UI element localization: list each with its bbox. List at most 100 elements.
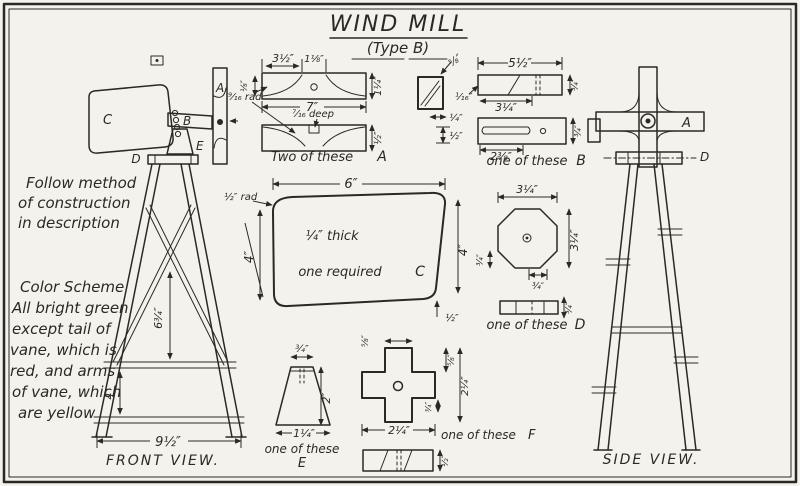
detail-square-dim-text: ⅝″	[447, 52, 465, 69]
part-a-letter: A	[376, 149, 387, 165]
front-dim-base: 9½″	[96, 432, 242, 450]
front-letter-c: C	[103, 113, 113, 128]
part-a-dim-seg: 3½″ 1⅛″	[261, 52, 327, 72]
note-line: except tail of	[12, 320, 113, 338]
detail-square: ⅝″ ¹⁄₁₆″ ¼″ ½″	[417, 52, 479, 144]
part-e-dim-top: ¾″	[290, 344, 314, 360]
part-a-dim-hub-text: 1⅛″	[304, 54, 324, 65]
part-a-dim-width: 1¼″	[369, 72, 384, 100]
part-d-side-bar	[499, 300, 559, 315]
color-scheme-note: Color Scheme All bright green except tai…	[10, 278, 129, 422]
part-a-notch-text: ⁷⁄₁₆ deep	[292, 109, 334, 120]
front-tail-vane	[88, 84, 174, 154]
detail-half-text: ½″	[449, 130, 463, 142]
front-letter-a: A	[215, 81, 224, 95]
detail-small-dims: ¼″ ½″	[429, 112, 463, 144]
part-f-dim-arm-right-text: ⅝″	[447, 353, 457, 366]
part-b-dim-width-top-text: ¾″	[571, 78, 581, 91]
front-view-label: FRONT VIEW.	[106, 453, 220, 469]
part-d-dim-corner-left-text: ¾″	[476, 253, 486, 266]
part-f: ⅝″ ⅝″ 2¼″ ¾″ 2¼″ one of these F	[361, 334, 536, 472]
part-b-dim-slot: 2⅜″	[479, 145, 524, 163]
part-d-octagon	[497, 208, 558, 269]
part-f-dim-overall-right-text: 2¼″	[459, 376, 471, 396]
part-c: 6″ ½″ rad 4″ 4″ ¼″ thick one required C …	[224, 177, 470, 324]
front-dim-base-text: 9½″	[155, 435, 181, 450]
part-b-dim-length-text: 5½″	[508, 56, 532, 70]
front-dim-upper-text: 6¾″	[152, 306, 165, 329]
part-d-dim-height-text: 3¼″	[568, 228, 581, 251]
part-e-dim-top-text: ¾″	[295, 344, 309, 355]
part-a-radius-note: ⁹⁄₁₆ rad	[228, 86, 296, 134]
title-block: WIND MILL (Type B)	[329, 12, 468, 60]
part-d-caption: one of these	[486, 318, 567, 333]
front-letter-e: E	[196, 139, 204, 153]
note-line: Follow method	[26, 174, 137, 192]
part-c-thick-text: ¼″ thick	[305, 229, 359, 244]
part-c-radius-text: ½″ rad	[224, 191, 258, 203]
part-f-dim-overall-bottom-text: 2¼″	[388, 424, 411, 437]
part-f-dim-thickness-text: ½″	[441, 454, 451, 467]
part-a-bottom-bar	[261, 124, 367, 152]
part-d-dim-corner-bottom: ¾″	[528, 269, 548, 292]
part-b-bottom-bar	[477, 117, 567, 145]
front-letter-b: B	[183, 114, 191, 128]
part-f-dim-small: ¾″	[424, 399, 441, 413]
part-a-dim-thickness-text: ½″	[372, 131, 384, 145]
part-f-dim-small-text: ¾″	[424, 402, 433, 413]
front-vane-arm	[167, 112, 213, 130]
part-d-dim-height: 3¼″	[566, 208, 581, 269]
page-title: WIND MILL	[330, 12, 467, 37]
part-e: ¾″ 2″ 1¼″ one of these E	[265, 344, 340, 471]
part-a-radius-text: ⁹⁄₁₆ rad	[228, 92, 262, 103]
side-letter-d: D	[700, 150, 709, 164]
front-letter-d: D	[131, 152, 140, 166]
part-d-dim-width: 3¼″	[497, 183, 558, 203]
part-e-outline	[275, 366, 331, 426]
part-c-dim-bottom: ½″	[434, 300, 459, 324]
page-subtitle: (Type B)	[367, 39, 429, 57]
part-f-cross	[361, 347, 436, 423]
part-b-dim-slot-text: 2⅜″	[490, 150, 513, 163]
part-c-dim-right: 4″	[455, 199, 470, 294]
note-line: red, and arms	[10, 362, 115, 380]
front-blade	[212, 67, 228, 165]
part-a-caption: Two of these	[271, 150, 353, 165]
part-b-dim-width-bottom-text: ¾″	[574, 124, 584, 137]
front-cross-braces	[112, 204, 229, 366]
part-e-dim-bottom: 1¼″	[275, 427, 331, 440]
part-e-dim-bottom-text: 1¼″	[293, 427, 316, 440]
part-b-top-bar	[477, 74, 563, 96]
note-line: All bright green	[11, 299, 129, 317]
part-d-letter: D	[575, 317, 586, 333]
detail-sixteenth-text: ¹⁄₁₆″	[455, 92, 473, 103]
part-d-dim-width-text: 3¼″	[516, 183, 539, 196]
detail-quarter-text: ¼″	[449, 112, 463, 124]
front-top-pin	[150, 55, 164, 66]
part-e-dim-height-text: 2″	[320, 392, 333, 404]
front-platform	[147, 154, 199, 165]
front-dim-lower-text: 4″	[103, 388, 116, 400]
part-a: 3½″ 1⅛″ ⅛″ 1¼″ 7″ ⁹⁄₁₆ rad ⁷⁄₁₆ deep	[228, 52, 387, 165]
front-legs	[91, 163, 247, 438]
part-f-letter: F	[528, 428, 536, 443]
side-wheel	[595, 66, 705, 168]
part-c-outline	[271, 191, 447, 308]
part-f-dim-arm-top-text: ⅝″	[361, 334, 371, 347]
part-a-dim-length: 7″	[261, 100, 367, 114]
part-d-dim-thickness-text: ¾″	[565, 301, 575, 314]
part-f-dim-overall-bottom: 2¼″	[361, 424, 436, 437]
part-d-dim-corner-left: ¾″	[476, 250, 493, 269]
part-b-letter: B	[576, 153, 586, 169]
part-a-dim-length-text: 7″	[306, 100, 319, 114]
front-spring-coil	[171, 109, 182, 138]
construction-note: Follow method of construction in descrip…	[18, 174, 137, 232]
part-e-dim-height: 2″	[318, 366, 333, 426]
front-dim-lower: 4″	[103, 371, 123, 415]
part-b: 5½″ 3¼″ ¾″ 2⅜″ ¾″ one of these B	[477, 56, 601, 169]
note-line: in description	[18, 214, 120, 232]
part-f-side-bar	[362, 449, 434, 472]
side-view: A D SIDE VIEW.	[591, 66, 709, 468]
part-a-dim-tip-text: ⅛″	[240, 79, 250, 92]
